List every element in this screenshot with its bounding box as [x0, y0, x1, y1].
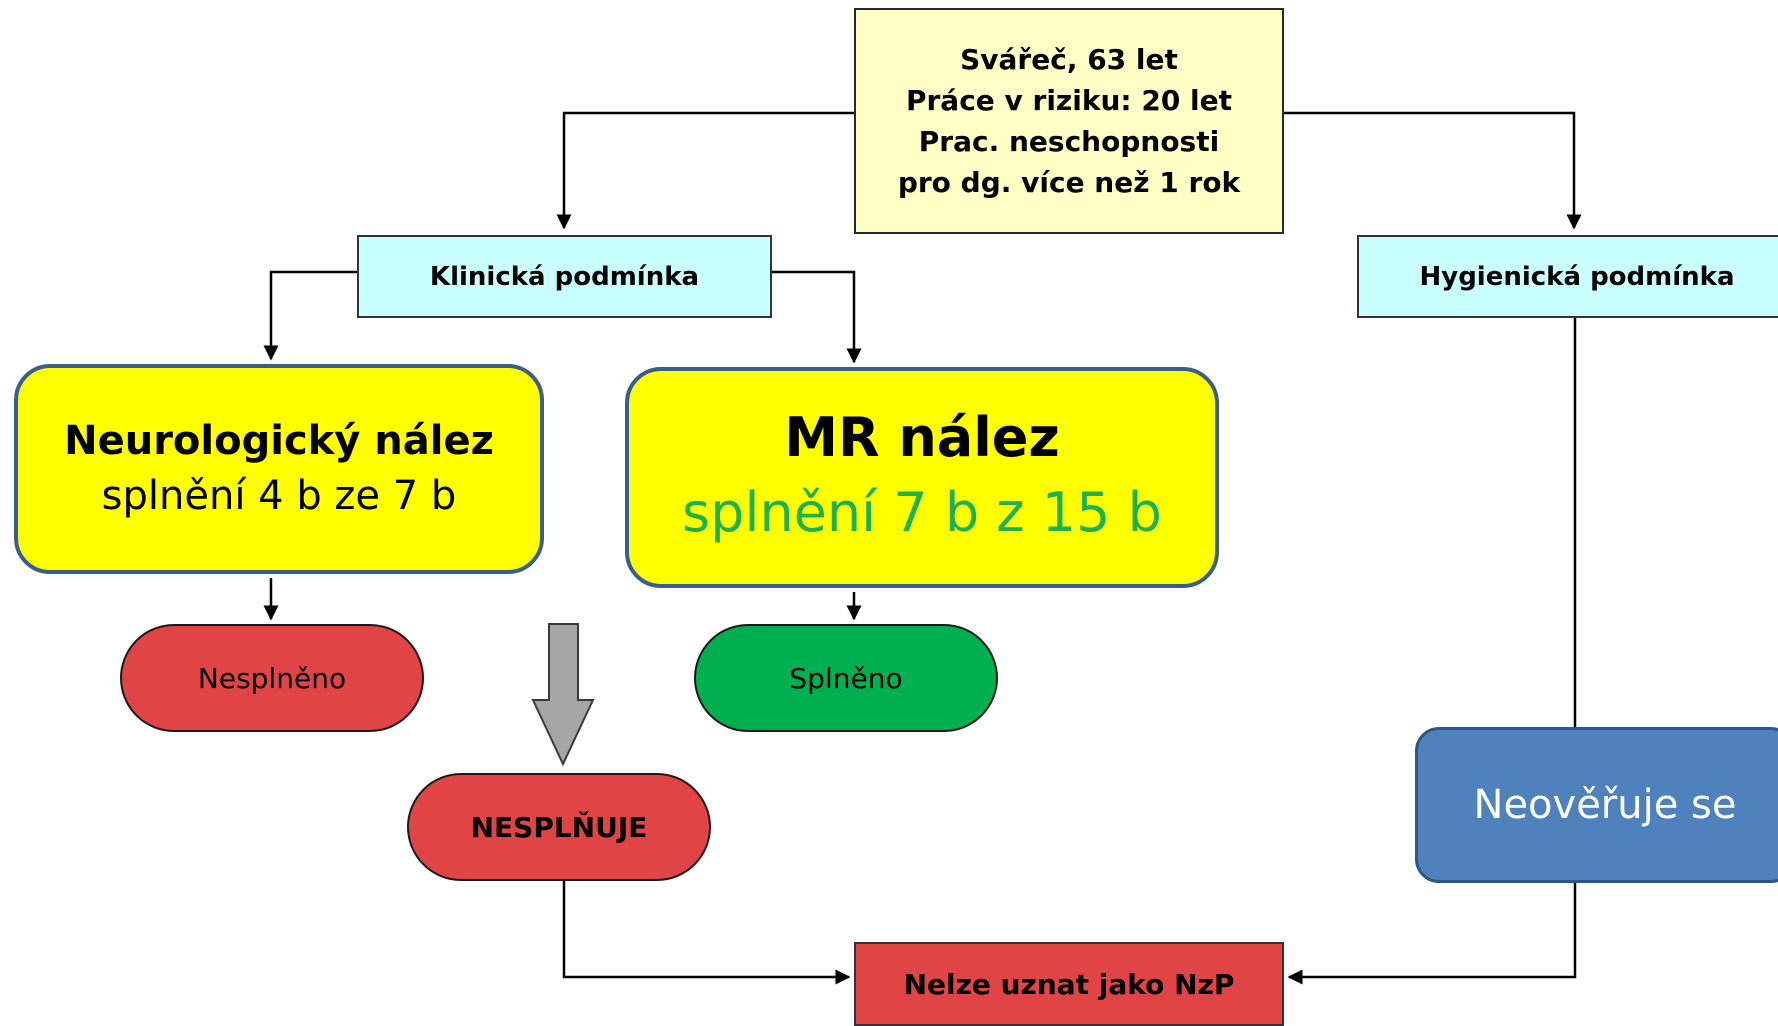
neurological-result-label: Nesplněno — [197, 661, 347, 695]
clinical-condition-label: Klinická podmínka — [429, 261, 700, 292]
mr-finding-box: MR nález splnění 7 b z 15 b — [625, 367, 1219, 588]
overall-result-label: NESPLŇUJE — [470, 810, 648, 844]
patient-info-line: Práce v riziku: 20 let — [905, 84, 1233, 117]
mr-finding-title: MR nález — [784, 405, 1060, 469]
neurological-finding-score: splnění 4 b ze 7 b — [101, 473, 457, 519]
summary-arrow — [531, 623, 595, 767]
hygienic-condition-box: Hygienická podmínka — [1357, 235, 1778, 318]
patient-info-line: pro dg. více než 1 rok — [897, 166, 1241, 199]
connector-clinical-to-neuro — [263, 270, 357, 361]
connector-overall-to-final — [562, 881, 851, 985]
overall-result-pill: NESPLŇUJE — [407, 773, 711, 881]
mr-result-pill: Splněno — [694, 624, 998, 732]
connector-start-to-hygienic — [1284, 111, 1582, 230]
neurological-result-pill: Nesplněno — [120, 624, 424, 732]
mr-finding-score: splnění 7 b z 15 b — [682, 480, 1162, 544]
final-verdict-label: Nelze uznat jako NzP — [903, 967, 1235, 1001]
hygienic-condition-label: Hygienická podmínka — [1419, 261, 1735, 292]
clinical-condition-box: Klinická podmínka — [357, 235, 772, 318]
neurological-finding-title: Neurologický nález — [64, 418, 494, 464]
hygienic-result-label: Neověřuje se — [1473, 782, 1737, 828]
patient-info-line: Prac. neschopnosti — [918, 125, 1220, 158]
mr-result-label: Splněno — [789, 661, 903, 695]
connector-clinical-to-mr — [772, 270, 862, 364]
patient-info-line: Svářeč, 63 let — [960, 43, 1178, 76]
connector-start-to-clinical — [556, 111, 854, 230]
final-verdict-box: Nelze uznat jako NzP — [854, 942, 1284, 1026]
neurological-finding-box: Neurologický nález splnění 4 b ze 7 b — [14, 364, 544, 574]
patient-info-box: Svářeč, 63 let Práce v riziku: 20 let Pr… — [854, 8, 1284, 234]
hygienic-result-box: Neověřuje se — [1415, 727, 1778, 883]
connector-hygienic-result-to-final — [1287, 883, 1577, 985]
